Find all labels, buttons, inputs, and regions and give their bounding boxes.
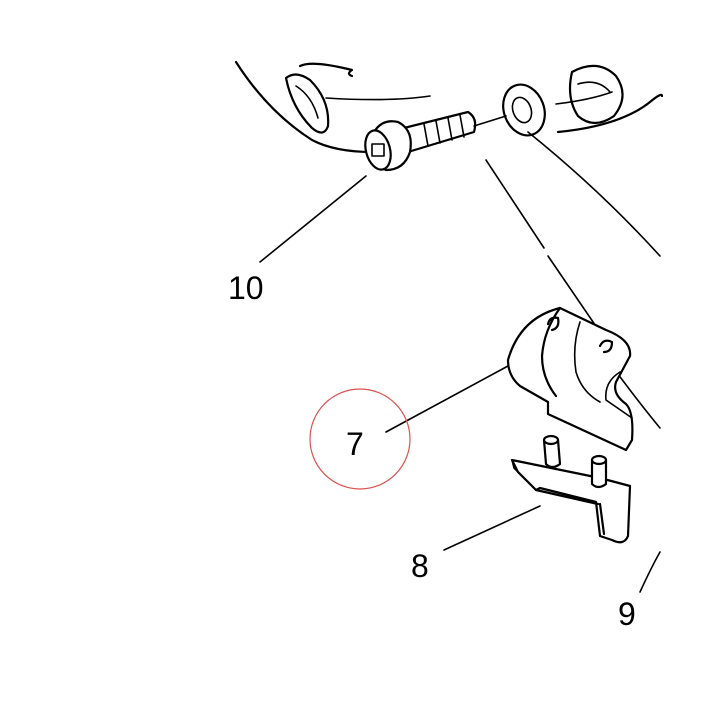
leader-line-8 bbox=[443, 505, 541, 551]
part-number-8: 8 bbox=[411, 548, 429, 584]
housing-outline bbox=[234, 60, 664, 154]
leader-line-10 bbox=[259, 175, 367, 263]
part-number-9: 9 bbox=[618, 596, 636, 632]
base-plate-part bbox=[510, 434, 632, 544]
washer-part bbox=[502, 83, 546, 137]
part-number-10: 10 bbox=[228, 270, 264, 306]
bolt-part bbox=[364, 110, 477, 172]
leader-line-7 bbox=[385, 365, 509, 433]
part-number-7: 7 bbox=[346, 426, 364, 462]
highlight-circle bbox=[309, 388, 411, 490]
bracket-part bbox=[506, 306, 634, 452]
